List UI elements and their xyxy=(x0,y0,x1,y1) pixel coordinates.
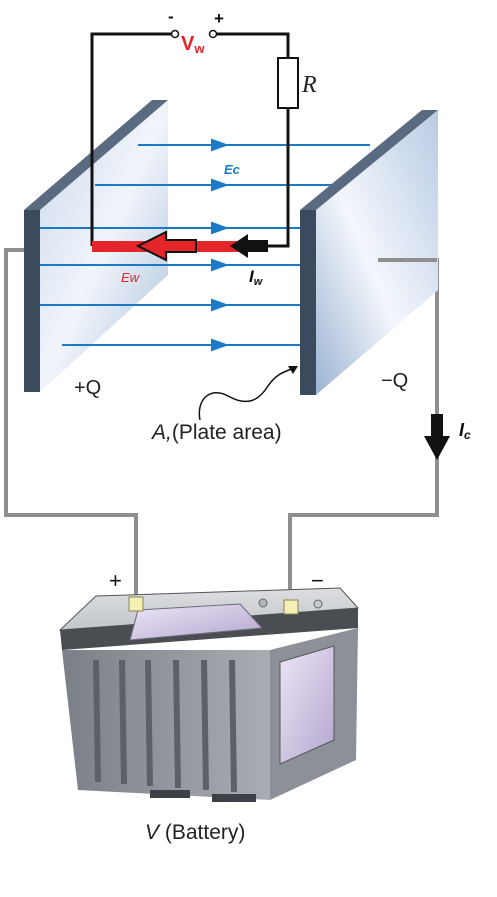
iw-label-sub: w xyxy=(253,276,263,288)
battery-plus-sign: + xyxy=(109,568,122,593)
battery-label: V (Battery) xyxy=(145,822,245,843)
plate-area-text: (Plate area) xyxy=(171,421,282,444)
field-lines xyxy=(40,138,370,352)
voltmeter-plus-label: + xyxy=(214,9,224,28)
field-arrow xyxy=(211,178,229,192)
resistor-label: R xyxy=(302,72,317,98)
resistor xyxy=(277,57,299,109)
ew-label: Ew xyxy=(121,270,140,285)
left-wire xyxy=(4,248,138,600)
battery-text: (Battery) xyxy=(164,821,246,844)
iw-label-main: I xyxy=(249,267,254,286)
red-bar xyxy=(92,230,268,262)
iw-arrow xyxy=(230,234,268,258)
right-plate xyxy=(300,110,438,395)
ec-label: Ec xyxy=(224,162,240,177)
battery-terminal-negative xyxy=(283,599,299,615)
field-arrow xyxy=(211,258,229,272)
voltmeter-label-main: V xyxy=(181,33,195,55)
iw-label: Iw xyxy=(249,268,262,288)
voltmeter-label: Vw xyxy=(181,34,204,55)
plate-area-pointer xyxy=(198,367,295,421)
plate-area-label: A,(Plate area) xyxy=(152,422,282,443)
field-arrow xyxy=(211,298,229,312)
voltmeter-minus-label: - xyxy=(168,7,174,26)
ic-label: Ic xyxy=(459,421,471,441)
battery-terminal-positive xyxy=(128,596,144,612)
field-arrow xyxy=(211,138,229,152)
voltmeter-terminal-minus xyxy=(170,29,180,39)
voltmeter-label-sub: w xyxy=(194,41,205,56)
battery-symbol: V xyxy=(145,821,160,844)
field-arrow xyxy=(211,338,229,352)
ew-arrow xyxy=(135,230,197,262)
plate-area-symbol: A, xyxy=(152,421,172,444)
field-arrow xyxy=(211,221,229,235)
voltmeter-terminal-plus xyxy=(208,29,218,39)
left-plate-charge: +Q xyxy=(74,377,102,399)
ic-label-sub: c xyxy=(464,428,471,442)
right-plate-charge: −Q xyxy=(381,370,409,392)
ic-label-main: I xyxy=(459,420,465,440)
ic-arrow xyxy=(424,414,450,460)
plate-area-pointer-head xyxy=(288,366,298,374)
battery-minus-sign: − xyxy=(311,568,324,593)
voltmeter-circuit xyxy=(90,32,290,248)
battery xyxy=(58,587,360,802)
